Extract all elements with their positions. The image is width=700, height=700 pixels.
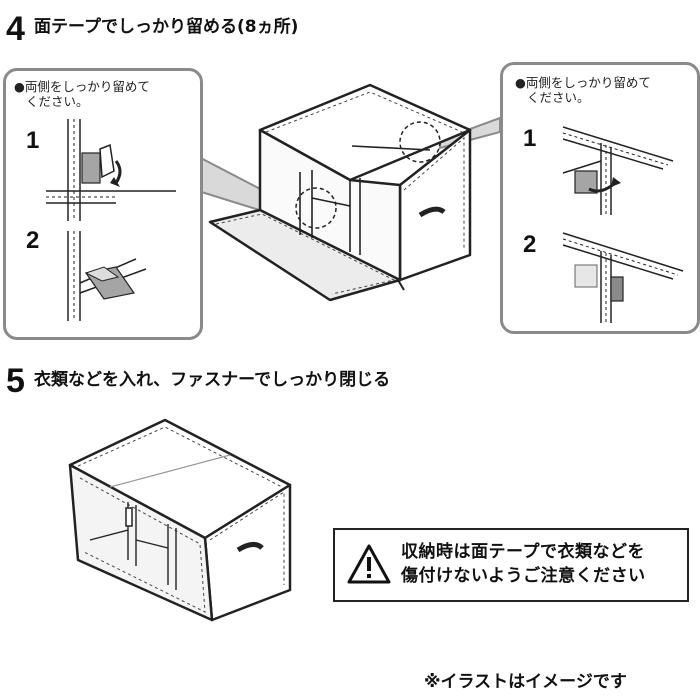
illustration-disclaimer: ※イラストはイメージです [424,674,627,691]
warning-text-line2: 傷付けないようご注意ください [401,564,646,588]
warning-box: 収納時は面テープで衣類などを 傷付けないようご注意ください [333,528,689,602]
warning-triangle-icon [347,544,391,584]
warning-text-line1: 収納時は面テープで衣類などを [401,540,645,564]
